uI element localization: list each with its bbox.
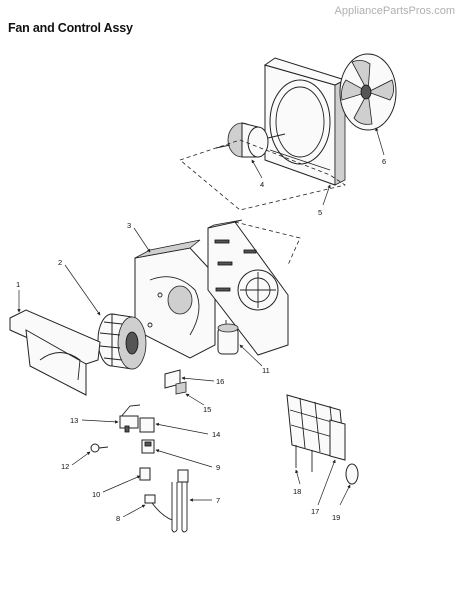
svg-text:1: 1 [16, 280, 20, 289]
panel-alignment-dashed [234, 221, 301, 266]
switch-bracket-part-13 [119, 404, 141, 433]
callout-6: 6 [375, 127, 386, 166]
heater-element-part-7 [171, 482, 188, 533]
svg-text:16: 16 [216, 377, 224, 386]
callout-18: 18 [293, 469, 301, 496]
condenser-shroud-part-5 [263, 57, 347, 186]
callout-13: 13 [70, 416, 119, 425]
svg-text:19: 19 [332, 513, 340, 522]
callout-10: 10 [92, 475, 141, 499]
svg-text:6: 6 [382, 157, 386, 166]
callout-17: 17 [311, 459, 336, 516]
callout-7: 7 [189, 496, 220, 505]
thermostat-part-8 [144, 469, 189, 521]
page-title: Fan and Control Assy [8, 21, 133, 35]
blower-wheel-part-2 [97, 313, 147, 370]
callout-15: 15 [185, 393, 211, 414]
bracket-part-15 [175, 381, 187, 395]
watermark: AppliancePartsPros.com [334, 5, 455, 17]
fan-motor-part-4 [215, 122, 286, 158]
grommet-part-12 [90, 443, 109, 453]
svg-text:12: 12 [61, 462, 69, 471]
bulkhead-panel [207, 219, 289, 356]
svg-text:10: 10 [92, 490, 100, 499]
mounting-outline-dashed [179, 139, 346, 211]
callout-19: 19 [332, 484, 351, 522]
callout-11: 11 [239, 344, 270, 375]
switch-part-10 [139, 467, 151, 481]
callout-4: 4 [251, 159, 264, 189]
callout-16: 16 [181, 376, 224, 386]
callout-2: 2 [58, 258, 101, 316]
svg-text:11: 11 [262, 366, 270, 375]
svg-text:4: 4 [260, 180, 264, 189]
callout-5: 5 [318, 184, 331, 217]
svg-text:17: 17 [311, 507, 319, 516]
svg-text:3: 3 [127, 221, 131, 230]
svg-text:18: 18 [293, 487, 301, 496]
svg-text:8: 8 [116, 514, 120, 523]
svg-text:13: 13 [70, 416, 78, 425]
callout-9: 9 [155, 449, 220, 472]
blower-scroll-housing-part-3 [134, 239, 216, 359]
terminal-part-9 [141, 439, 155, 454]
control-element-part-17 [329, 419, 346, 461]
condenser-fan-blade-part-6 [339, 53, 397, 131]
callout-3: 3 [127, 221, 151, 253]
switch-part-14 [139, 417, 155, 433]
callout-8: 8 [116, 504, 146, 523]
capacitor-part-11 [217, 320, 239, 355]
callout-14: 14 [155, 422, 220, 439]
svg-text:15: 15 [203, 405, 211, 414]
front-panel-part-1 [9, 309, 101, 396]
callout-1: 1 [16, 280, 21, 313]
svg-text:2: 2 [58, 258, 62, 267]
svg-text:9: 9 [216, 463, 220, 472]
callout-12: 12 [61, 451, 91, 471]
limit-switch-part-19 [345, 463, 359, 485]
svg-text:5: 5 [318, 208, 322, 217]
svg-text:7: 7 [216, 496, 220, 505]
svg-text:14: 14 [212, 430, 220, 439]
